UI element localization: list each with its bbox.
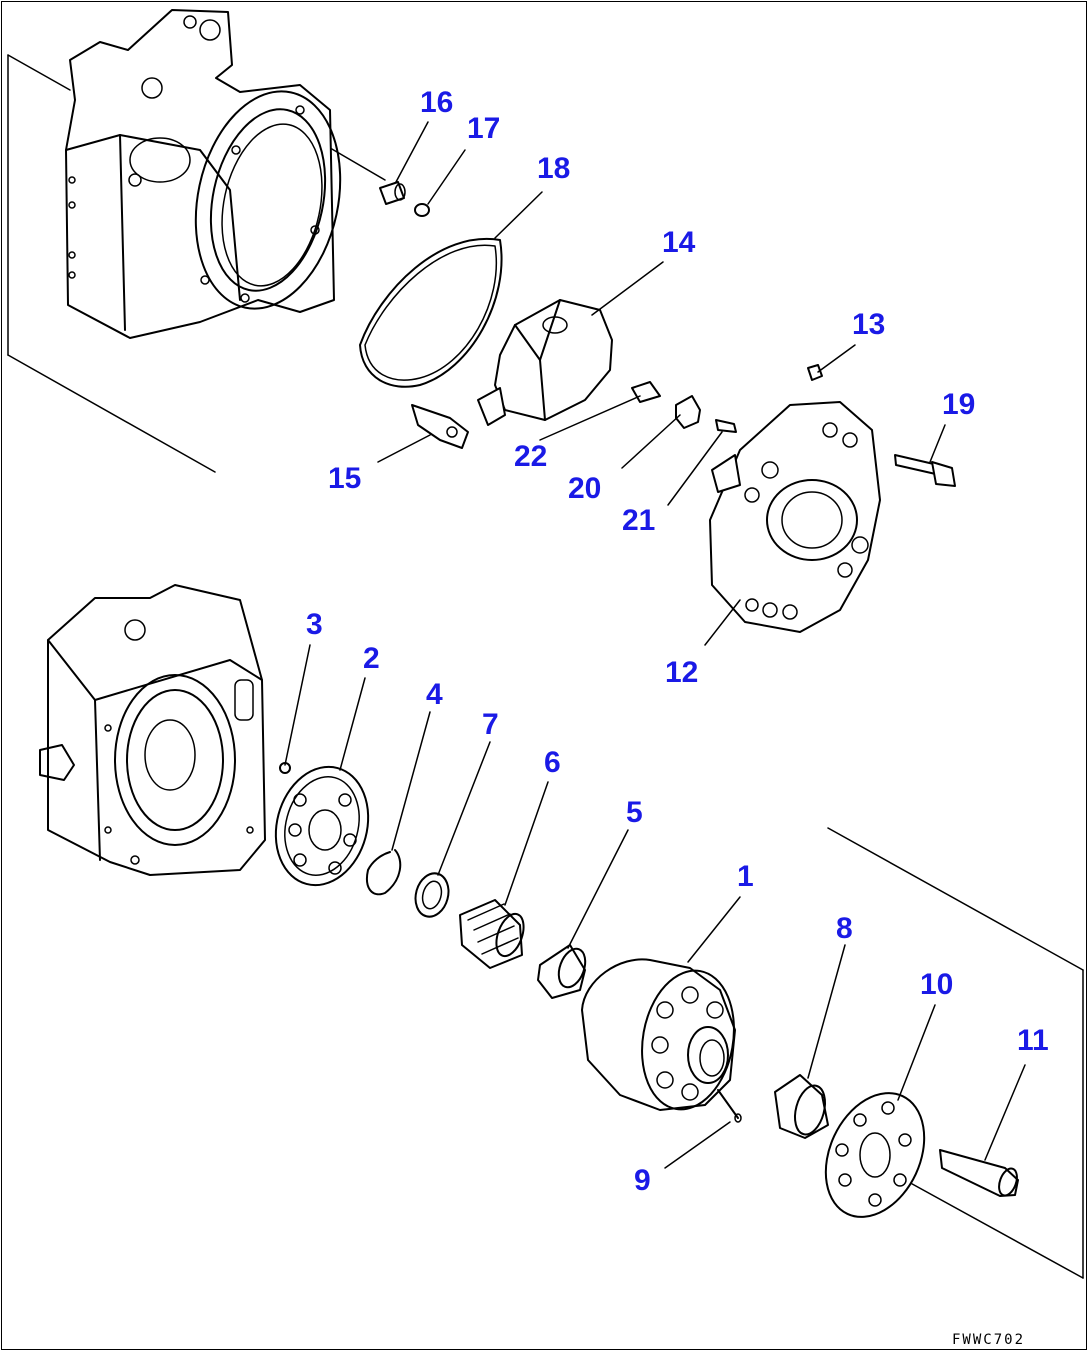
part-22-bolt — [631, 381, 661, 403]
callout-4: 4 — [426, 678, 443, 711]
part-13-plug — [807, 364, 823, 381]
callout-16: 16 — [420, 86, 453, 119]
callout-19: 19 — [942, 388, 975, 421]
part-19-bolt — [894, 454, 956, 487]
callout-7: 7 — [482, 708, 499, 741]
part-9-pin — [717, 1089, 742, 1123]
callout-5: 5 — [626, 796, 643, 829]
part-8-bushing — [774, 1074, 829, 1139]
drawing-code: FWWC702 — [952, 1332, 1025, 1348]
part-12-cover-plate — [709, 401, 881, 633]
callout-15: 15 — [328, 462, 361, 495]
callout-17: 17 — [467, 112, 500, 145]
part-14-swash-plate — [477, 299, 613, 426]
part-16-pin — [379, 181, 406, 205]
callout-11: 11 — [1017, 1024, 1049, 1057]
part-20-block — [675, 395, 701, 429]
part-1-cylinder-block — [581, 958, 736, 1111]
part-15-shoe — [411, 404, 469, 449]
callout-20: 20 — [568, 472, 601, 505]
part-17-ring — [414, 203, 430, 217]
callout-21: 21 — [622, 504, 655, 537]
reference-lines — [7, 54, 1084, 1279]
part-6-spring — [459, 899, 525, 969]
callout-9: 9 — [634, 1164, 651, 1197]
part-7-washer — [414, 872, 450, 918]
lower-housing — [39, 584, 266, 876]
leader-lines — [284, 121, 1026, 1169]
callout-labels: 16 17 18 14 13 19 15 22 20 21 12 3 2 4 7… — [306, 86, 1049, 1348]
part-21-pin — [715, 419, 737, 433]
part-5-collar — [537, 944, 587, 999]
callout-22: 22 — [514, 440, 547, 473]
callout-18: 18 — [537, 152, 570, 185]
callout-8: 8 — [836, 912, 853, 945]
callout-6: 6 — [544, 746, 561, 779]
upper-housing — [65, 9, 342, 339]
callout-13: 13 — [852, 308, 885, 341]
callout-1: 1 — [737, 860, 754, 893]
callout-12: 12 — [665, 656, 698, 689]
callout-10: 10 — [920, 968, 953, 1001]
part-4-snap-ring — [366, 849, 402, 896]
callout-3: 3 — [306, 608, 323, 641]
part-2-valve-plate — [274, 765, 370, 887]
callout-2: 2 — [363, 642, 380, 675]
part-11-piston — [939, 1149, 1019, 1197]
callout-14: 14 — [662, 226, 696, 259]
part-10-retainer-plate — [824, 1092, 926, 1218]
part-18-o-ring — [359, 237, 503, 388]
